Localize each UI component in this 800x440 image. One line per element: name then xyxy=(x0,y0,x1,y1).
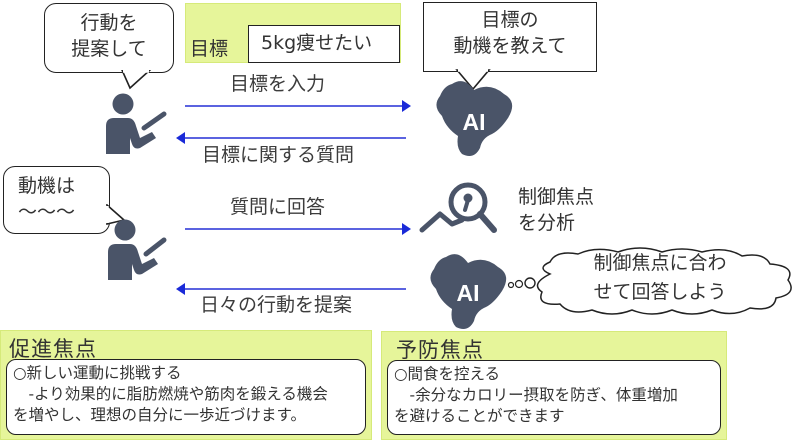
thought-bubble-text: 制御焦点に合わ せて回答しよう xyxy=(560,249,760,307)
ai-icon: AI xyxy=(436,81,513,156)
arrow-answer-question xyxy=(185,223,411,235)
analysis-line2: を分析 xyxy=(518,212,576,234)
prevention-desc-line1: -余分なカロリー摂取を防ぎ、体重増加 xyxy=(394,386,678,404)
goal-input[interactable]: 5kg痩せたい xyxy=(248,25,400,63)
analysis-line1: 制御焦点 xyxy=(518,186,595,208)
thought-cloud-bubble xyxy=(507,247,792,315)
arrow-label-daily-suggestion: 日々の行動を提案 xyxy=(200,294,353,316)
goal-label: 目標 xyxy=(190,38,229,60)
promotion-desc-line2: を増やし、理想の自分に一歩近づけます。 xyxy=(13,406,306,424)
ai-icon: AI xyxy=(430,254,507,329)
analysis-magnifier-icon xyxy=(419,182,497,233)
speech-tail-2 xyxy=(106,204,126,226)
analysis-label: 制御焦点 を分析 xyxy=(518,184,594,236)
thought-line2: せて回答しよう xyxy=(593,281,727,303)
promotion-focus-panel: 促進焦点 ○新しい運動に挑戦する -より効果的に脂肪燃焼や筋肉を鍛える機会 を増… xyxy=(0,330,372,440)
ai-bubble-1-line2: 動機を教えて xyxy=(453,35,567,57)
prevention-item: ○間食を控える xyxy=(394,365,501,383)
ai-icon-label: AI xyxy=(463,109,486,135)
user-icon xyxy=(106,93,167,154)
arrow-label-answer-question: 質問に回答 xyxy=(230,196,326,218)
goal-band: 目標 5kg痩せたい xyxy=(185,3,401,63)
user-speech-bubble-2: 動機は 〜〜〜 xyxy=(3,166,110,234)
user-bubble-2-line1: 動機は xyxy=(18,175,76,197)
user-speech-bubble-1: 行動を 提案して xyxy=(44,3,174,73)
user-icon xyxy=(108,219,167,280)
thought-line1: 制御焦点に合わ xyxy=(593,252,727,274)
promotion-item: ○新しい運動に挑戦する xyxy=(13,364,182,382)
arrow-goal-question xyxy=(176,132,406,144)
ai-speech-tail-1 xyxy=(455,69,491,91)
promotion-focus-box: ○新しい運動に挑戦する -より効果的に脂肪燃焼や筋肉を鍛える機会 を増やし、理想… xyxy=(6,359,366,435)
prevention-desc-line2: を避けることができます xyxy=(394,407,565,425)
ai-icon-label: AI xyxy=(457,280,480,306)
promotion-focus-title: 促進焦点 xyxy=(9,337,97,361)
user-bubble-1-line1: 行動を xyxy=(80,12,138,34)
promotion-desc-line1: -より効果的に脂肪燃焼や筋肉を鍛える機会 xyxy=(13,385,328,403)
prevention-focus-box: ○間食を控える -余分なカロリー摂取を防ぎ、体重増加 を避けることができます xyxy=(387,360,721,435)
ai-bubble-1-line1: 目標の xyxy=(481,9,539,31)
ai-speech-bubble-1: 目標の 動機を教えて xyxy=(423,2,597,72)
arrow-label-input-goal: 目標を入力 xyxy=(230,73,326,95)
arrow-label-goal-question: 目標に関する質問 xyxy=(202,144,355,166)
speech-tail-1 xyxy=(121,70,152,90)
arrow-input-goal xyxy=(185,100,411,112)
prevention-focus-panel: 予防焦点 ○間食を控える -余分なカロリー摂取を防ぎ、体重増加 を避けることがで… xyxy=(381,331,727,440)
prevention-focus-title: 予防焦点 xyxy=(396,338,484,362)
user-bubble-1-line2: 提案して xyxy=(71,38,147,60)
user-bubble-2-line2: 〜〜〜 xyxy=(18,201,76,223)
arrow-daily-suggestion xyxy=(176,283,406,295)
